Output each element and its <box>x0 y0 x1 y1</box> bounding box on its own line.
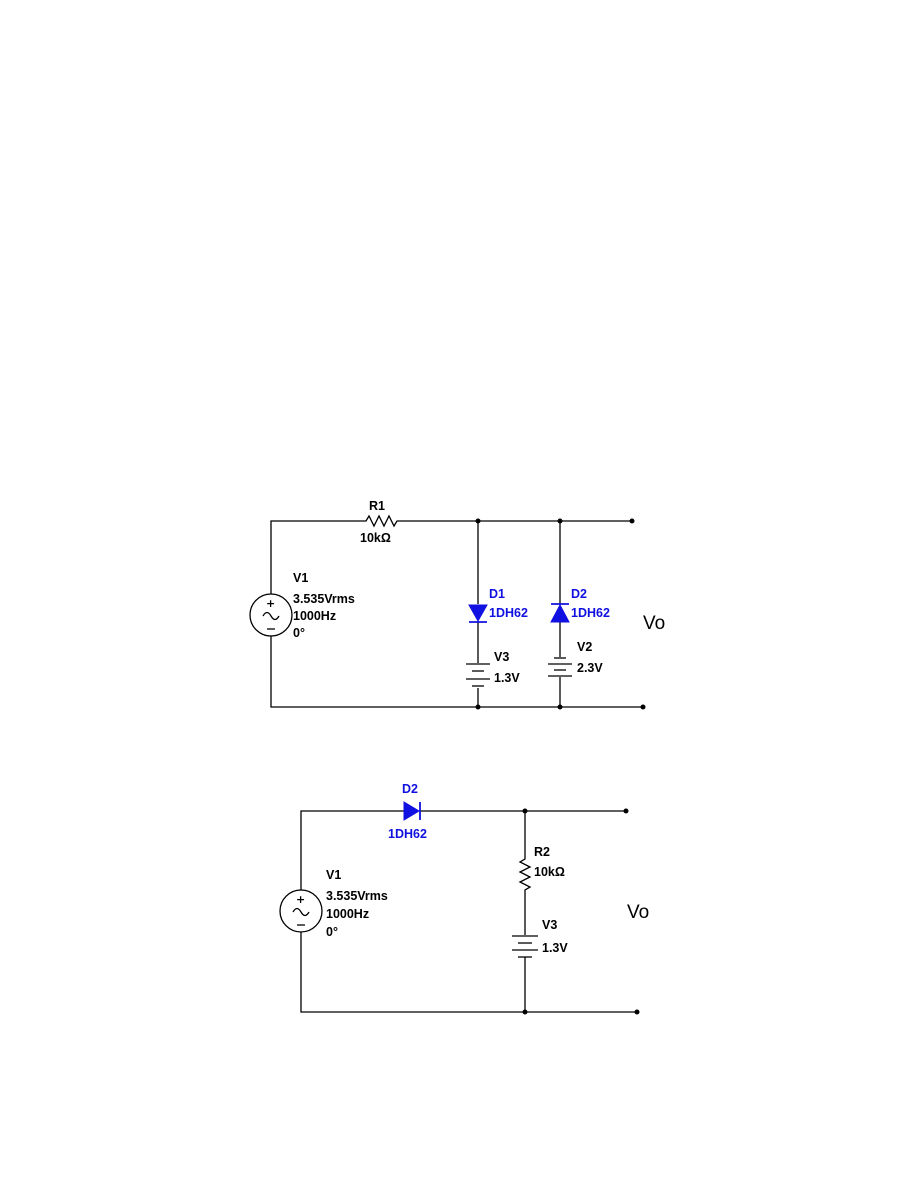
v3-name: V3 <box>542 918 557 932</box>
d2-name: D2 <box>571 587 587 601</box>
r1-name: R1 <box>369 499 385 513</box>
output-label-vo: Vo <box>643 613 665 634</box>
junction-dot <box>522 808 528 814</box>
circuit-1-wires <box>270 520 643 708</box>
v1-amplitude: 3.535Vrms <box>326 889 388 903</box>
v1-name: V1 <box>326 868 341 882</box>
ac-source-v1[interactable]: + <box>249 593 293 637</box>
v3-value: 1.3V <box>494 671 520 685</box>
circuit-2: D2 1DH62 + V1 3.535Vrms 1000Hz 0° R2 10k… <box>279 782 649 1015</box>
v1-phase: 0° <box>326 925 338 939</box>
battery-v2[interactable] <box>548 657 572 677</box>
sine-wave-icon <box>262 611 280 621</box>
left-top-wire <box>300 810 404 890</box>
circuit-1: R1 10kΩ + V1 3.535Vrms 1000Hz 0° D1 1DH6… <box>249 499 665 710</box>
r1-value: 10kΩ <box>360 531 391 545</box>
sine-wave-icon <box>292 907 310 917</box>
plus-sign: + <box>296 893 305 906</box>
v1-phase: 0° <box>293 626 305 640</box>
output-terminal-top[interactable] <box>623 808 629 814</box>
junction-dot <box>522 1009 528 1015</box>
resistor-zigzag <box>518 855 532 893</box>
d2-model: 1DH62 <box>571 606 610 620</box>
d2-model: 1DH62 <box>388 827 427 841</box>
v1-frequency: 1000Hz <box>326 907 369 921</box>
ac-source-circle <box>279 889 323 933</box>
bottom-wire <box>300 932 637 1013</box>
battery-v3[interactable] <box>512 935 538 958</box>
v3-name: V3 <box>494 650 509 664</box>
top-left-wire <box>270 520 362 594</box>
ac-source-v1[interactable]: + <box>279 889 323 933</box>
resistor-zigzag <box>362 514 400 528</box>
d1-name: D1 <box>489 587 505 601</box>
output-terminal-top[interactable] <box>629 518 635 524</box>
resistor-r1[interactable] <box>362 514 400 528</box>
v1-name: V1 <box>293 571 308 585</box>
junction-dot <box>475 518 481 524</box>
v2-name: V2 <box>577 640 592 654</box>
junction-dot <box>557 704 563 710</box>
r2-name: R2 <box>534 845 550 859</box>
diode-triangle <box>550 603 570 623</box>
resistor-r2[interactable] <box>518 855 532 893</box>
v2-value: 2.3V <box>577 661 603 675</box>
v1-frequency: 1000Hz <box>293 609 336 623</box>
output-terminal-bottom[interactable] <box>634 1009 640 1015</box>
diode-d1[interactable] <box>468 604 488 623</box>
bottom-wire <box>270 636 643 708</box>
junction-dot <box>475 704 481 710</box>
diode-triangle <box>468 604 488 623</box>
battery-v3[interactable] <box>466 663 490 687</box>
d1-model: 1DH62 <box>489 606 528 620</box>
d2-name: D2 <box>402 782 418 796</box>
r2-value: 10kΩ <box>534 865 565 879</box>
ac-source-circle <box>249 593 293 637</box>
v1-amplitude: 3.535Vrms <box>293 592 355 606</box>
diode-d2[interactable] <box>403 801 421 821</box>
v3-value: 1.3V <box>542 941 568 955</box>
diode-d2[interactable] <box>550 603 570 623</box>
plus-sign: + <box>266 597 275 610</box>
junction-dot <box>557 518 563 524</box>
output-terminal-bottom[interactable] <box>640 704 646 710</box>
diode-triangle <box>403 801 420 821</box>
output-label-vo: Vo <box>627 902 649 923</box>
